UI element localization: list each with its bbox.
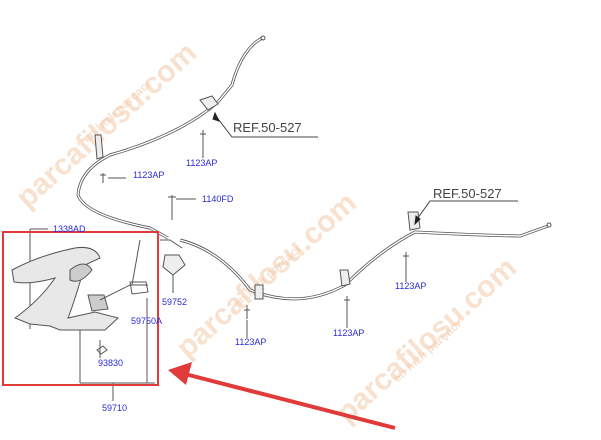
part-label-59752[interactable]: 59752: [162, 297, 188, 307]
part-label-1123ap-right[interactable]: 1123AP: [395, 281, 427, 291]
part-label-1338ad[interactable]: 1338AD: [53, 224, 86, 234]
part-label-59710[interactable]: 59710: [102, 403, 128, 413]
cable-brackets: [94, 95, 421, 300]
part-label-1123ap-mid[interactable]: 1123AP: [235, 337, 267, 347]
bolts: [100, 130, 409, 319]
pointer-arrow-head: [168, 362, 192, 385]
ref-label-2[interactable]: REF.50-527: [433, 186, 502, 201]
part-label-93830[interactable]: 93830: [98, 358, 124, 368]
pointer-arrow: [184, 372, 396, 430]
upper-cable: [76, 36, 263, 240]
lower-cable: [179, 224, 549, 301]
part-label-59750a[interactable]: 59750A: [131, 316, 163, 326]
part-label-1140fd[interactable]: 1140FD: [202, 194, 234, 204]
highlight-box: [2, 231, 159, 386]
part-label-1123ap-left[interactable]: 1123AP: [133, 170, 165, 180]
part-label-1123ap-right-low[interactable]: 1123AP: [333, 328, 365, 338]
ref-label-1[interactable]: REF.50-527: [233, 120, 302, 135]
part-label-1123ap-top[interactable]: 1123AP: [186, 158, 218, 168]
parking-brake-lever: [11, 247, 120, 331]
